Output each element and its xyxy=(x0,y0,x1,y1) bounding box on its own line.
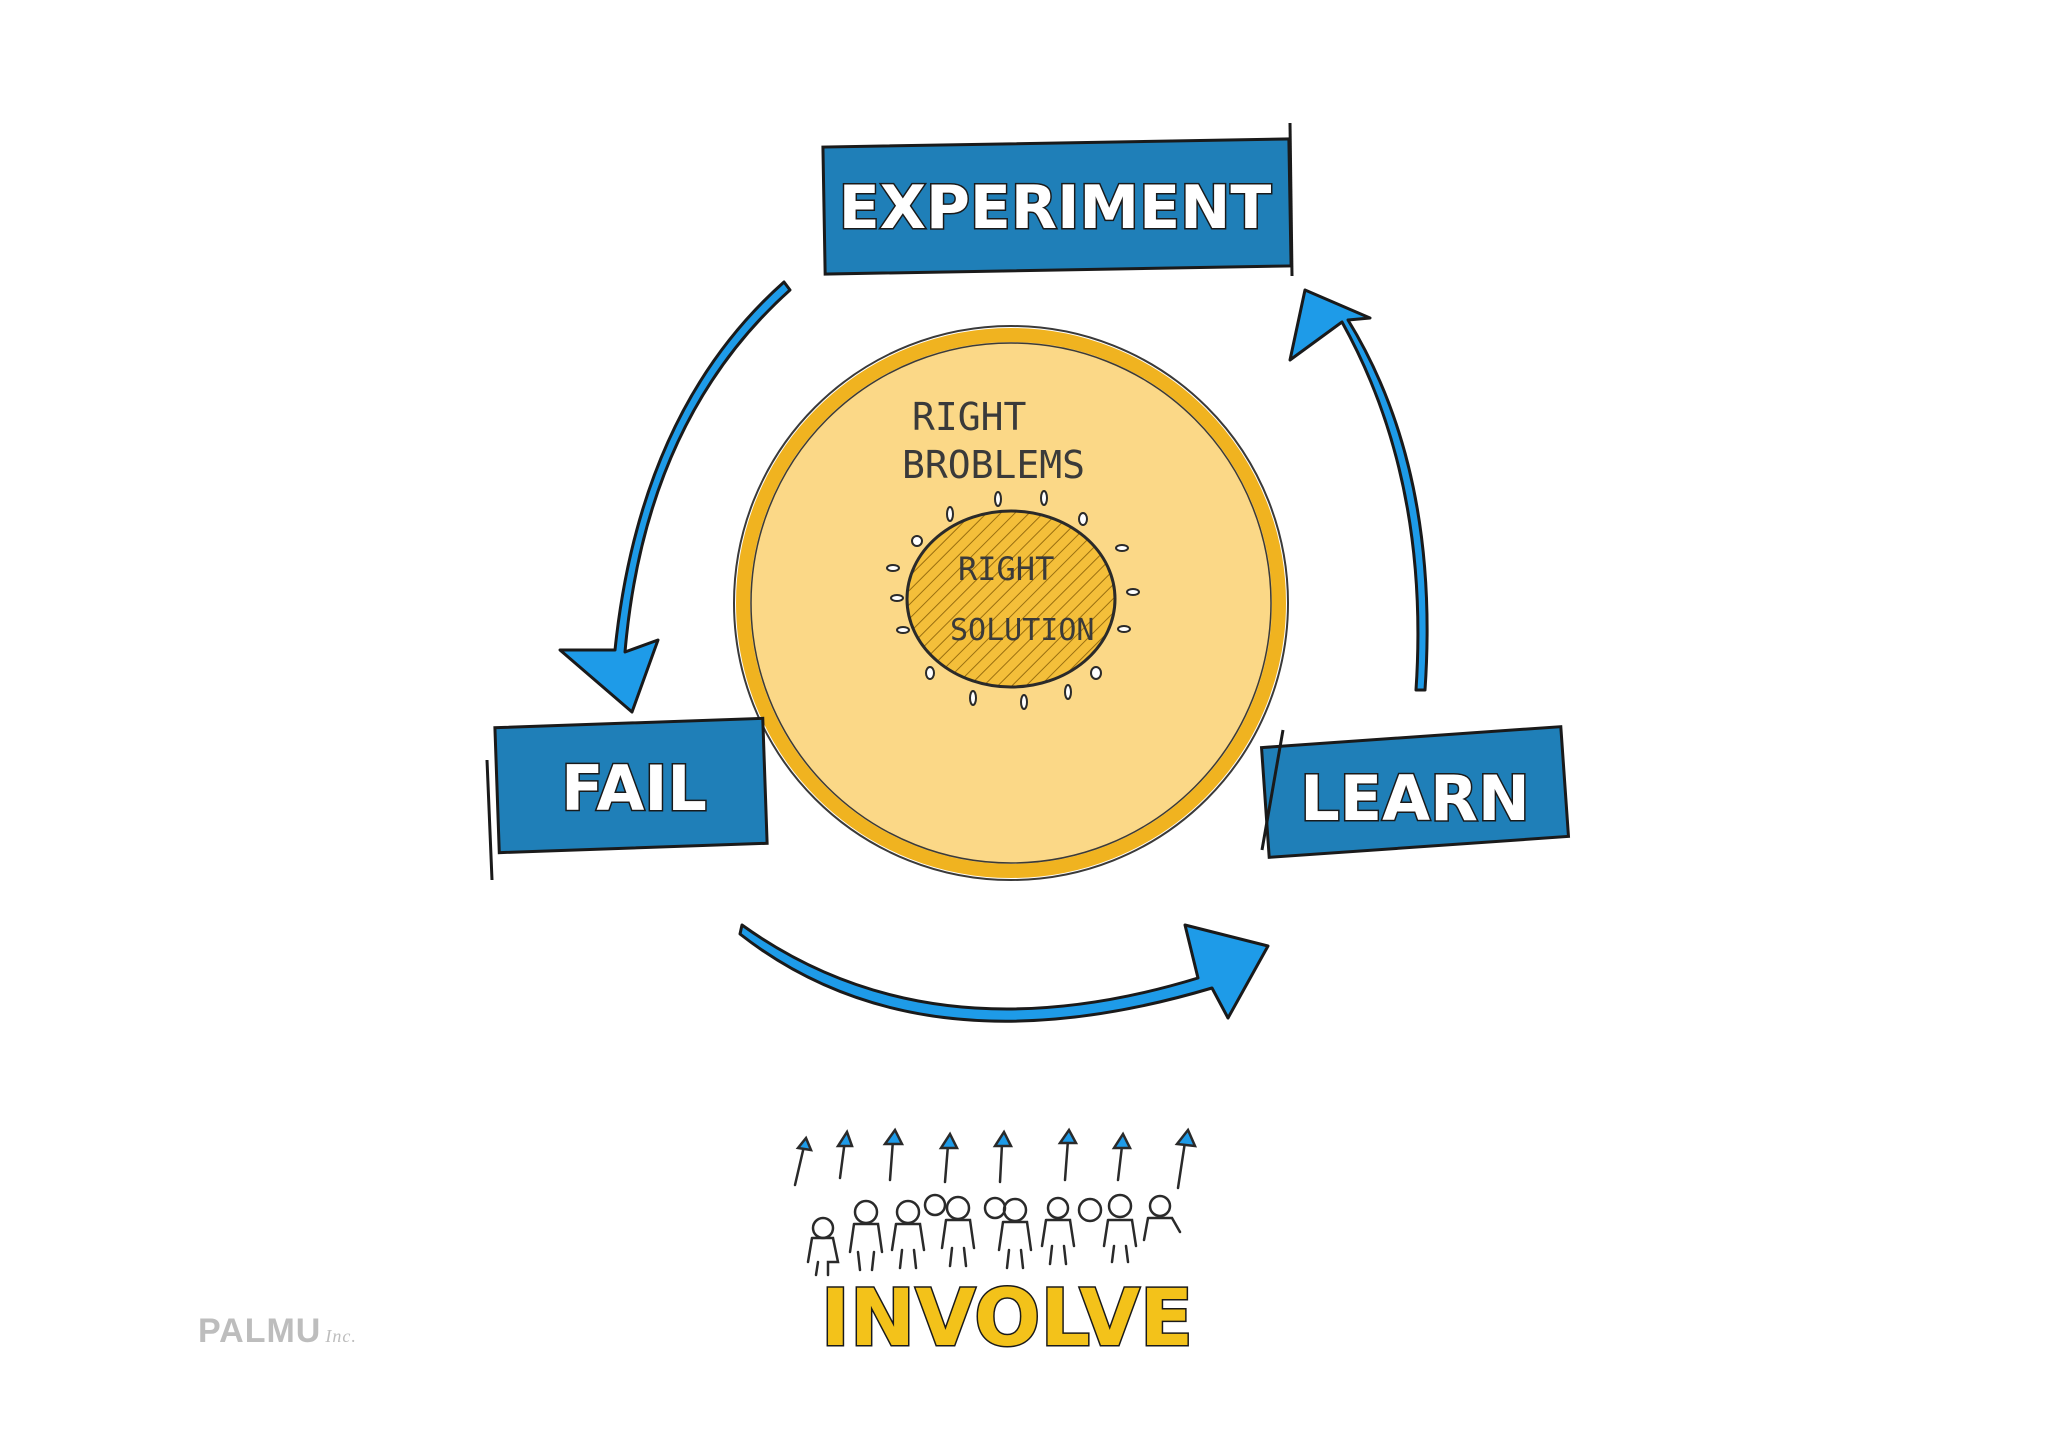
outer-label-line1: RIGHT xyxy=(912,395,1026,439)
experiment-box: EXPERIMENT xyxy=(821,122,1294,277)
brand-suffix: Inc. xyxy=(325,1326,357,1346)
learn-label: LEARN xyxy=(1300,762,1529,835)
center-circle-group: RIGHT BROBLEMS RIGHT SOLUTION xyxy=(733,325,1289,881)
outer-circle-outline xyxy=(733,325,1289,881)
arrow-fail-to-learn xyxy=(738,923,1270,1023)
arrow-experiment-to-fail xyxy=(558,280,792,714)
crowd xyxy=(806,1193,1182,1277)
learn-box: LEARN xyxy=(1259,725,1571,859)
inner-label-line1: RIGHT xyxy=(958,550,1054,588)
brand-name: PALMU xyxy=(198,1312,322,1350)
outer-circle-inner-outline xyxy=(750,342,1272,864)
inner-circle xyxy=(905,509,1117,689)
arrow-learn-to-experiment xyxy=(1288,288,1429,692)
involve-label: INVOLVE xyxy=(821,1274,1193,1364)
inner-label-line2: SOLUTION xyxy=(950,613,1095,648)
fail-label: FAIL xyxy=(561,752,707,825)
outer-label-line2: BROBLEMS xyxy=(902,443,1085,487)
experiment-label: EXPERIMENT xyxy=(839,173,1272,243)
sun-rays xyxy=(886,490,1140,710)
up-arrows xyxy=(793,1127,1198,1190)
fail-box: FAIL xyxy=(485,716,769,881)
people-group-icon xyxy=(793,1127,1198,1277)
